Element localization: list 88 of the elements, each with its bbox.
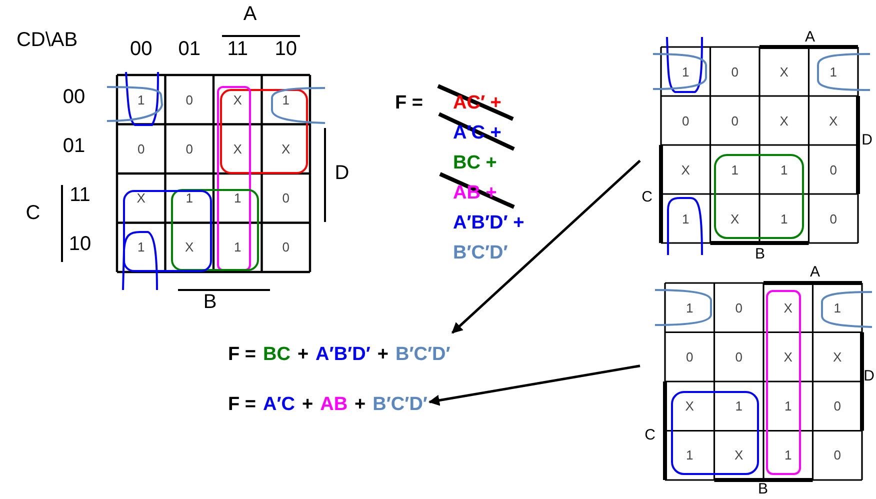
cell-value: X bbox=[833, 350, 842, 364]
cell-value: 0 bbox=[834, 448, 841, 462]
cell-value: X bbox=[780, 114, 788, 127]
cell-value: 1 bbox=[138, 93, 145, 106]
cell-value: X bbox=[136, 192, 146, 205]
cell-value: 1 bbox=[186, 192, 193, 205]
cell-value: X bbox=[730, 212, 740, 225]
cell-value: 0 bbox=[731, 114, 738, 127]
expression-term: B′C′D′ bbox=[396, 345, 450, 364]
cell-value: 0 bbox=[186, 142, 193, 156]
cell-value: 1 bbox=[784, 448, 792, 462]
variable-label: C bbox=[644, 428, 656, 442]
cell-value: 1 bbox=[282, 93, 290, 106]
cell-value: X bbox=[784, 301, 792, 314]
cell-value: 0 bbox=[830, 212, 837, 225]
cell-value: 1 bbox=[682, 65, 690, 78]
row-header: 00 bbox=[62, 86, 86, 107]
function-name: F = bbox=[395, 94, 423, 112]
cell-value: 1 bbox=[686, 301, 694, 314]
cell-value: 0 bbox=[682, 114, 690, 127]
column-header: 00 bbox=[130, 39, 152, 59]
cell-value: 0 bbox=[731, 65, 738, 78]
expression-term: AB bbox=[320, 395, 348, 414]
expression-term: A′B′D′ + bbox=[453, 214, 524, 232]
function-name: F = bbox=[228, 345, 256, 364]
cell-value: X bbox=[185, 240, 194, 254]
cell-value: X bbox=[282, 142, 290, 156]
cell-value: 0 bbox=[830, 163, 837, 176]
expression-term: A′C + bbox=[453, 124, 502, 142]
axis-label: CD\AB bbox=[16, 30, 78, 50]
cell-value: 1 bbox=[138, 240, 145, 254]
cell-value: 0 bbox=[686, 350, 694, 364]
arrow bbox=[452, 160, 641, 334]
cell-value: 1 bbox=[780, 163, 788, 176]
cell-value: 1 bbox=[830, 65, 837, 78]
cell-value: 1 bbox=[234, 240, 242, 254]
plus-sign: + bbox=[302, 395, 314, 414]
variable-label: C bbox=[642, 190, 652, 204]
cell-value: X bbox=[734, 448, 744, 462]
cell-value: 1 bbox=[686, 448, 694, 462]
cell-value: 0 bbox=[282, 240, 290, 254]
plus-sign: + bbox=[354, 395, 366, 414]
variable-label: A bbox=[243, 4, 257, 24]
variable-label: D bbox=[864, 368, 874, 384]
variable-label: A bbox=[810, 264, 820, 280]
cell-value: X bbox=[233, 142, 242, 156]
expression-term: B′C′D′ bbox=[453, 244, 508, 262]
expression-term: A′C bbox=[262, 395, 295, 414]
variable-label: D bbox=[334, 163, 350, 183]
cell-value: X bbox=[829, 114, 838, 127]
cell-value: X bbox=[233, 93, 242, 106]
cell-value: 1 bbox=[780, 212, 788, 225]
cell-value: 1 bbox=[784, 400, 792, 413]
cell-value: 1 bbox=[234, 192, 242, 205]
variable-label: C bbox=[26, 203, 40, 223]
row-header: 10 bbox=[68, 234, 92, 254]
plus-sign: + bbox=[377, 345, 388, 364]
variable-label: B bbox=[755, 246, 765, 262]
plus-sign: + bbox=[297, 345, 309, 364]
variable-label: B bbox=[758, 482, 768, 496]
cell-value: 1 bbox=[731, 163, 738, 176]
expression-term: B′C′D′ bbox=[372, 395, 428, 414]
cell-value: 0 bbox=[735, 350, 742, 364]
function-name: F = bbox=[228, 395, 256, 414]
cell-value: 0 bbox=[282, 192, 290, 205]
cell-value: 0 bbox=[186, 93, 193, 106]
cell-value: 1 bbox=[682, 212, 690, 225]
cell-value: X bbox=[784, 350, 792, 364]
cell-value: 0 bbox=[138, 142, 145, 156]
cell-value: 1 bbox=[735, 400, 742, 413]
column-header: 10 bbox=[274, 39, 297, 59]
column-header: 11 bbox=[227, 39, 248, 59]
cell-value: 0 bbox=[834, 400, 841, 413]
variable-label: D bbox=[862, 132, 872, 148]
cell-value: 0 bbox=[735, 301, 742, 314]
variable-label: B bbox=[203, 292, 217, 312]
expression-term: BC + bbox=[453, 154, 497, 172]
row-header: 11 bbox=[70, 185, 90, 206]
cell-value: X bbox=[780, 65, 788, 78]
arrow bbox=[428, 364, 640, 406]
variable-label: A bbox=[805, 30, 815, 44]
expression-term: A′B′D′ bbox=[316, 345, 370, 364]
row-header: 01 bbox=[62, 136, 86, 156]
cell-value: 1 bbox=[834, 301, 841, 314]
cell-value: X bbox=[685, 400, 694, 413]
expression-term: BC bbox=[262, 345, 290, 364]
column-header: 01 bbox=[178, 39, 200, 59]
cell-value: X bbox=[681, 163, 690, 176]
